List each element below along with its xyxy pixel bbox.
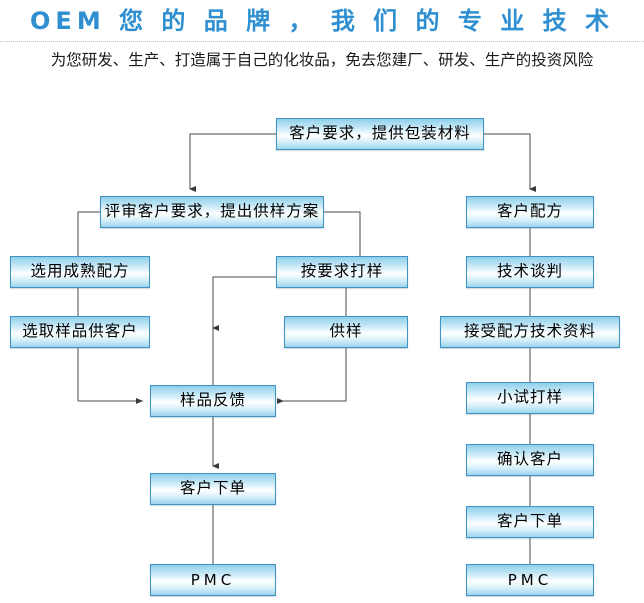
flow-node-label: 样品反馈: [179, 391, 246, 410]
flow-node-sample-feedback[interactable]: 样品反馈: [150, 385, 276, 417]
flow-node-customer-order-mid[interactable]: 客户下单: [150, 473, 276, 505]
flow-node-label: 评审客户要求，提出供样方案: [104, 202, 320, 221]
flow-node-customer-order-right[interactable]: 客户下单: [466, 506, 594, 538]
flow-node-label: 确认客户: [496, 450, 563, 469]
flow-node-customer-formula[interactable]: 客户配方: [466, 196, 594, 228]
connector-provide-to-feedback: [277, 348, 347, 404]
page-title: OEM 您 的 品 牌 ， 我 们 的 专 业 技 术: [30, 7, 614, 35]
connector-request-to-formula: [484, 133, 536, 192]
flow-node-label: 接受配方技术资料: [463, 322, 596, 341]
flow-node-confirm-customer[interactable]: 确认客户: [466, 444, 594, 476]
flow-node-label: 客户下单: [179, 479, 246, 498]
process-flowchart: 客户要求，提供包装材料评审客户要求，提出供样方案 客户配方选用成熟配方 按要求打样 技…: [0, 96, 644, 603]
connector-review-to-left-branch: [77, 211, 100, 401]
flow-node-provide-sample[interactable]: 供样: [284, 316, 408, 348]
flow-node-label: 按要求打样: [300, 262, 384, 281]
flow-node-label: PMC: [507, 570, 553, 589]
page-subtitle: 为您研发、生产、打造属于自己的化妆品，免去您建厂、研发、生产的投资风险: [50, 51, 594, 69]
flow-node-customer-request[interactable]: 客户要求，提供包装材料: [276, 118, 484, 150]
header-divider: [0, 41, 644, 42]
flow-node-accept-formula-docs[interactable]: 接受配方技术资料: [440, 316, 620, 348]
flow-node-label: 客户要求，提供包装材料: [289, 124, 471, 143]
connector-request-to-review: [189, 133, 276, 192]
connector-review-to-sample-request: [324, 211, 361, 256]
flow-node-label: PMC: [190, 570, 236, 589]
flow-node-review-request[interactable]: 评审客户要求，提出供样方案: [100, 196, 324, 228]
flow-node-sample-by-request[interactable]: 按要求打样: [276, 256, 408, 288]
flow-node-label: 客户配方: [496, 202, 563, 221]
flow-node-label: 选取样品供客户: [22, 322, 138, 341]
flow-node-label: 小试打样: [496, 388, 563, 407]
flow-node-pilot-sample[interactable]: 小试打样: [466, 382, 594, 414]
flow-node-tech-negotiation[interactable]: 技术谈判: [466, 256, 594, 288]
page-header: OEM 您 的 品 牌 ， 我 们 的 专 业 技 术 为您研发、生产、打造属于…: [0, 0, 644, 96]
flow-node-label: 技术谈判: [496, 262, 563, 281]
flow-node-pmc-right[interactable]: PMC: [466, 564, 594, 596]
flow-node-label: 选用成熟配方: [30, 262, 130, 281]
connector-feedback-to-sample-request: [212, 276, 276, 385]
flow-node-label: 供样: [329, 322, 363, 341]
flow-node-select-sample-for-customer[interactable]: 选取样品供客户: [10, 316, 150, 348]
flow-node-select-mature-formula[interactable]: 选用成熟配方: [10, 256, 150, 288]
flow-node-pmc-mid[interactable]: PMC: [150, 564, 276, 596]
flow-node-label: 客户下单: [496, 512, 563, 531]
flowchart-connectors: [77, 133, 536, 564]
